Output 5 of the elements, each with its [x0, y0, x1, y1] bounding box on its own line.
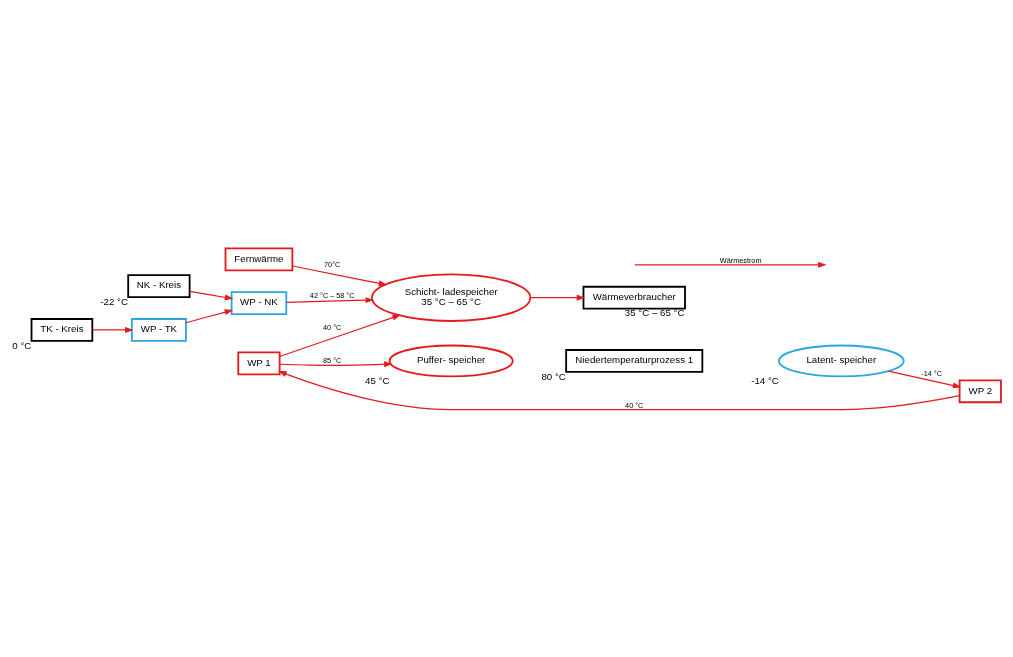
node-label: 45 °C: [364, 374, 390, 386]
node-label: -14 °C: [751, 374, 779, 386]
node-label: 80 °C: [541, 370, 566, 382]
node-label: -22 °C: [100, 295, 129, 307]
node-label: 0 °C: [12, 339, 32, 351]
